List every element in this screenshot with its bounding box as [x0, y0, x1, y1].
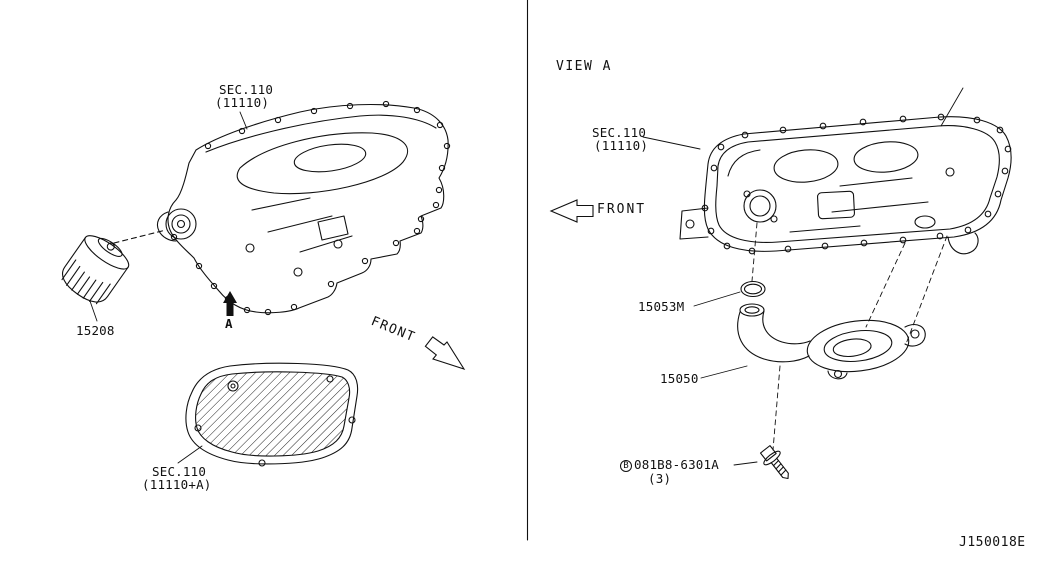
lower-pan-sec-label: SEC.110	[152, 464, 207, 479]
front-label-right-panel: FRONT	[597, 202, 647, 217]
bolt-quantity-label: (3)	[648, 471, 672, 486]
oil-pan-bottom-view-drawing	[679, 113, 1012, 255]
view-a-title: VIEW A	[556, 59, 612, 74]
leader-lines	[89, 87, 964, 466]
bolt-holes-upper-pan	[170, 100, 451, 316]
view-a-marker-label: A	[225, 316, 233, 331]
filter-axis-dashed-line	[113, 229, 167, 244]
strainer-part-label: 15050	[660, 371, 699, 386]
view-a-direction-arrow-icon	[223, 291, 237, 316]
bolt-holes-bottom-view	[701, 113, 1012, 255]
bolt-part-number: 081B8-6301A	[634, 457, 719, 472]
lower-pan-number-label: (11110+A)	[142, 477, 212, 492]
upper-oil-pan-drawing	[156, 100, 451, 316]
bottom-view-number-label: (11110)	[594, 138, 649, 153]
circled-b-prefix: B	[620, 460, 632, 472]
bolt-drawing	[759, 445, 789, 480]
front-arrow-left-icon	[549, 199, 594, 223]
upper-pan-sec-label: SEC.110	[219, 82, 274, 97]
o-ring-part-label: 15053M	[638, 299, 685, 314]
bottom-view-sec-label: SEC.110	[592, 125, 647, 140]
front-arrow-down-right-icon	[424, 336, 466, 370]
projection-dashed-lines	[751, 222, 948, 451]
oil-filter-part-label: 15208	[76, 323, 115, 338]
oil-strainer-drawing	[737, 303, 926, 380]
upper-pan-number-label: (11110)	[215, 95, 270, 110]
o-ring-drawing	[740, 280, 766, 298]
oil-filter-drawing	[61, 235, 130, 305]
diagram-code-label: J150018E	[959, 535, 1026, 550]
lower-oil-pan-drawing	[185, 362, 359, 467]
